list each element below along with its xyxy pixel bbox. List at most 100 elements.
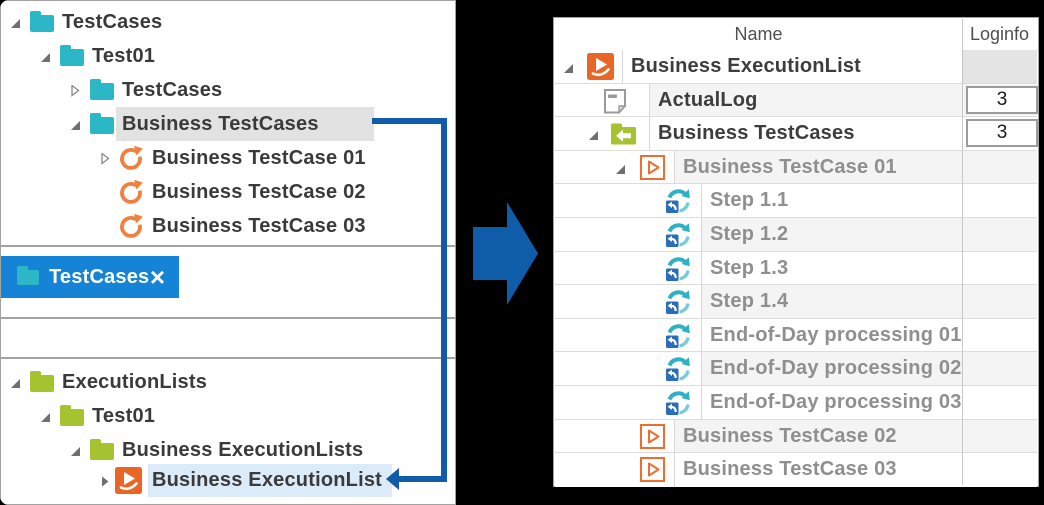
executionlists-tree-panel: ExecutionLists Test01 Business Execution…: [0, 358, 456, 505]
tree-item-testcases-sub[interactable]: TestCases: [2, 73, 454, 107]
tab-label: TestCases: [49, 266, 150, 288]
row-label: Business ExecutionList: [631, 55, 862, 77]
row-label: ActualLog: [658, 88, 758, 111]
step-loop-icon: [665, 288, 692, 320]
step-loop-icon: [665, 187, 692, 219]
folder-icon: [60, 45, 84, 66]
tree-item-label: Business TestCase 03: [152, 215, 366, 237]
row-label: End-of-Day processing 01: [710, 323, 962, 346]
tree-item-business-testcase-03[interactable]: Business TestCase 03: [2, 209, 454, 243]
grid-row-business-testcase-02[interactable]: Business TestCase 02: [555, 419, 1037, 454]
tree-item-test01[interactable]: Test01: [2, 39, 454, 73]
step-loop-icon: [665, 389, 692, 421]
tree-item-test01[interactable]: Test01: [2, 399, 454, 433]
expander-collapsed-icon[interactable]: [100, 475, 111, 487]
step-loop-icon: [665, 255, 692, 287]
row-label: End-of-Day processing 02: [710, 357, 962, 380]
tab-testcases[interactable]: TestCases ×: [1, 256, 179, 298]
step-loop-icon: [665, 221, 692, 253]
mapping-connector-horizontal-top: [372, 118, 447, 124]
grid-row-business-testcase-03[interactable]: Business TestCase 03: [555, 453, 1037, 487]
mapping-connector-vertical: [441, 118, 447, 482]
selection-highlight: [148, 464, 392, 497]
grid-row-step-1-3[interactable]: Step 1.3: [555, 251, 1037, 287]
tree-item-business-executionlist[interactable]: Business ExecutionList: [2, 464, 454, 497]
name-cell: Step 1.4: [701, 285, 1037, 318]
grid-row-actuallog[interactable]: ActualLog 3: [555, 83, 1038, 119]
mapping-connector-arrowhead-icon: [386, 468, 399, 490]
row-label: End-of-Day processing 03: [710, 391, 962, 413]
play-outline-icon: [640, 423, 665, 454]
tree-item-label: Business TestCases: [122, 113, 319, 135]
log-page-icon: [603, 88, 627, 119]
name-cell: End-of-Day processing 01: [701, 318, 1037, 352]
folder-icon: [17, 266, 39, 285]
expander-expanded-icon[interactable]: [588, 128, 599, 141]
expander-expanded-icon[interactable]: [10, 16, 21, 28]
expander-expanded-icon[interactable]: [40, 50, 51, 62]
flow-arrow-icon: [473, 202, 538, 305]
close-icon[interactable]: ×: [149, 262, 165, 292]
row-label: Step 1.1: [710, 189, 789, 212]
tree-item-business-testcase-02[interactable]: Business TestCase 02: [2, 175, 454, 209]
testcase-refresh-icon: [118, 145, 144, 176]
step-loop-icon: [665, 355, 692, 387]
name-cell: Business TestCase 02: [674, 419, 1037, 453]
name-cell: Step 1.2: [701, 218, 1037, 251]
grid-row-business-testcases[interactable]: Business TestCases 3: [555, 117, 1038, 151]
loginfo-value-cell[interactable]: 3: [966, 85, 1038, 114]
folder-left-arrow-icon: [611, 123, 636, 150]
folder-icon: [60, 405, 84, 426]
tree-item-testcases-root[interactable]: TestCases: [2, 5, 454, 39]
loginfo-value-cell[interactable]: 3: [966, 119, 1038, 148]
loginfo-cell-empty: [962, 50, 1037, 83]
expander-collapsed-icon[interactable]: [70, 84, 81, 97]
mapping-connector-horizontal-bottom: [399, 476, 447, 482]
folder-icon: [90, 439, 114, 460]
tree-item-label: Business TestCase 01: [152, 147, 366, 169]
grid-row-step-1-1[interactable]: Step 1.1: [555, 184, 1037, 218]
row-label: Business TestCase 01: [683, 155, 897, 178]
row-label: Business TestCase 03: [683, 458, 897, 481]
row-label: Step 1.3: [710, 256, 789, 279]
play-outline-icon: [640, 457, 665, 487]
folder-icon: [90, 113, 114, 134]
step-loop-icon: [665, 322, 692, 354]
grid-row-eod-02[interactable]: End-of-Day processing 02: [555, 352, 1037, 386]
name-cell: End-of-Day processing 03: [701, 386, 1037, 419]
expander-expanded-icon[interactable]: [615, 162, 626, 174]
name-cell: Business TestCase 03: [674, 453, 1037, 487]
expander-expanded-icon[interactable]: [563, 61, 574, 73]
grid-row-business-testcase-01[interactable]: Business TestCase 01: [555, 150, 1037, 185]
column-header-name[interactable]: Name: [734, 24, 783, 44]
grid-row-business-executionlist[interactable]: Business ExecutionList: [555, 50, 1037, 84]
grid-row-eod-01[interactable]: End-of-Day processing 01: [555, 318, 1037, 354]
tree-item-label: TestCases: [122, 79, 223, 101]
expander-expanded-icon[interactable]: [70, 118, 81, 130]
executionlist-grid-panel: Name Loginfo Business ExecutionList Actu…: [553, 17, 1039, 487]
selection-highlight: [116, 107, 374, 141]
tree-item-label: ExecutionLists: [62, 371, 208, 393]
testcase-refresh-icon: [118, 179, 144, 210]
grid-row-step-1-4[interactable]: Step 1.4: [555, 285, 1037, 319]
grid-row-eod-03[interactable]: End-of-Day processing 03: [555, 386, 1037, 420]
tab-strip-panel: TestCases ×: [0, 246, 456, 318]
folder-icon: [90, 79, 114, 100]
expander-collapsed-icon[interactable]: [100, 152, 111, 165]
tree-item-business-testcase-01[interactable]: Business TestCase 01: [2, 141, 454, 175]
expander-expanded-icon[interactable]: [40, 410, 51, 422]
testcase-refresh-icon: [118, 213, 144, 244]
row-label: Business TestCase 02: [683, 424, 897, 447]
column-header-loginfo[interactable]: Loginfo: [969, 24, 1030, 44]
tree-item-executionlists-root[interactable]: ExecutionLists: [2, 365, 454, 399]
expander-expanded-icon[interactable]: [70, 444, 81, 456]
expander-expanded-icon[interactable]: [10, 376, 21, 388]
name-cell: Business TestCase 01: [674, 150, 1037, 184]
row-label: Step 1.2: [710, 223, 789, 245]
folder-icon: [30, 11, 54, 32]
executionlist-icon: [115, 467, 142, 499]
grid-row-step-1-2[interactable]: Step 1.2: [555, 218, 1037, 252]
tree-item-business-executionlists[interactable]: Business ExecutionLists: [2, 433, 454, 467]
tree-item-label: Business ExecutionLists: [122, 439, 364, 461]
tree-item-business-testcases[interactable]: Business TestCases: [2, 107, 454, 141]
